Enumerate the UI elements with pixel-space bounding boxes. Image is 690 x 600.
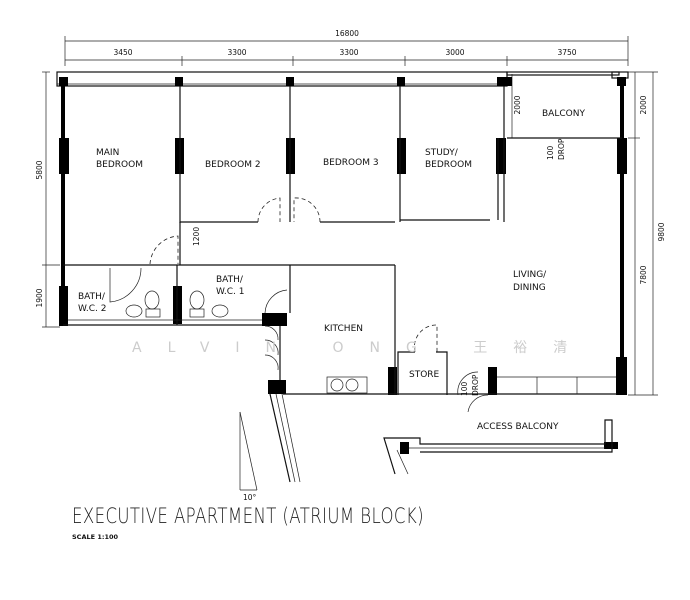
label-living: LIVING/ (513, 270, 547, 280)
doors (109, 138, 499, 413)
dim-left: 1900 (35, 288, 44, 307)
label-main-bedroom: BEDROOM (96, 160, 143, 170)
label-bedroom-3: BEDROOM 3 (323, 158, 379, 168)
label-bath-1: BATH/ (216, 275, 244, 285)
windows (56, 71, 629, 87)
label-access-balcony: ACCESS BALCONY (477, 422, 559, 432)
drop-label: 100 (460, 381, 469, 396)
dim-left: 5800 (35, 160, 44, 179)
label-balcony: BALCONY (542, 109, 585, 119)
label-bedroom-2: BEDROOM 2 (205, 160, 261, 170)
dim-right: 2000 (639, 95, 648, 114)
left-dimensions: 5800 1900 (35, 71, 60, 328)
drop-label: DROP (471, 374, 480, 396)
drop-label: DROP (557, 138, 566, 160)
walls (61, 86, 624, 395)
fixtures (125, 290, 368, 394)
dim-total-width: 16800 (335, 29, 359, 38)
label-study: STUDY/ (425, 148, 459, 158)
label-bath-2: BATH/ (78, 292, 106, 302)
angle-label: 10° (243, 493, 257, 502)
plan-title: EXECUTIVE APARTMENT (ATRIUM BLOCK) (72, 504, 424, 528)
label-study: BEDROOM (425, 160, 472, 170)
watermark: ALVIN ONG 王裕清 (132, 340, 593, 356)
dim-right-total: 9800 (657, 222, 666, 241)
label-kitchen: KITCHEN (324, 324, 363, 334)
dim-width: 3300 (227, 48, 246, 57)
room-labels: MAIN BEDROOM BEDROOM 2 BEDROOM 3 STUDY/ … (78, 109, 585, 502)
label-bath-2: W.C. 2 (78, 304, 106, 314)
access-balcony-railings (239, 393, 613, 491)
label-bath-1: W.C. 1 (216, 287, 244, 297)
label-store: STORE (409, 370, 440, 380)
dim-right-living: 7800 (639, 265, 648, 284)
top-dimensions: 16800 3450 3300 3300 3000 3750 (64, 29, 629, 66)
dim-corridor: 1200 (192, 227, 201, 246)
dim-width: 3450 (113, 48, 132, 57)
dim-width: 3750 (557, 48, 576, 57)
dim-width: 3300 (339, 48, 358, 57)
label-main-bedroom: MAIN (96, 148, 119, 158)
label-dining: DINING (513, 283, 546, 293)
plan-scale: SCALE 1:100 (72, 533, 118, 541)
drop-label: 100 (546, 145, 555, 160)
dim-balcony: 2000 (513, 95, 522, 114)
dim-width: 3000 (445, 48, 464, 57)
